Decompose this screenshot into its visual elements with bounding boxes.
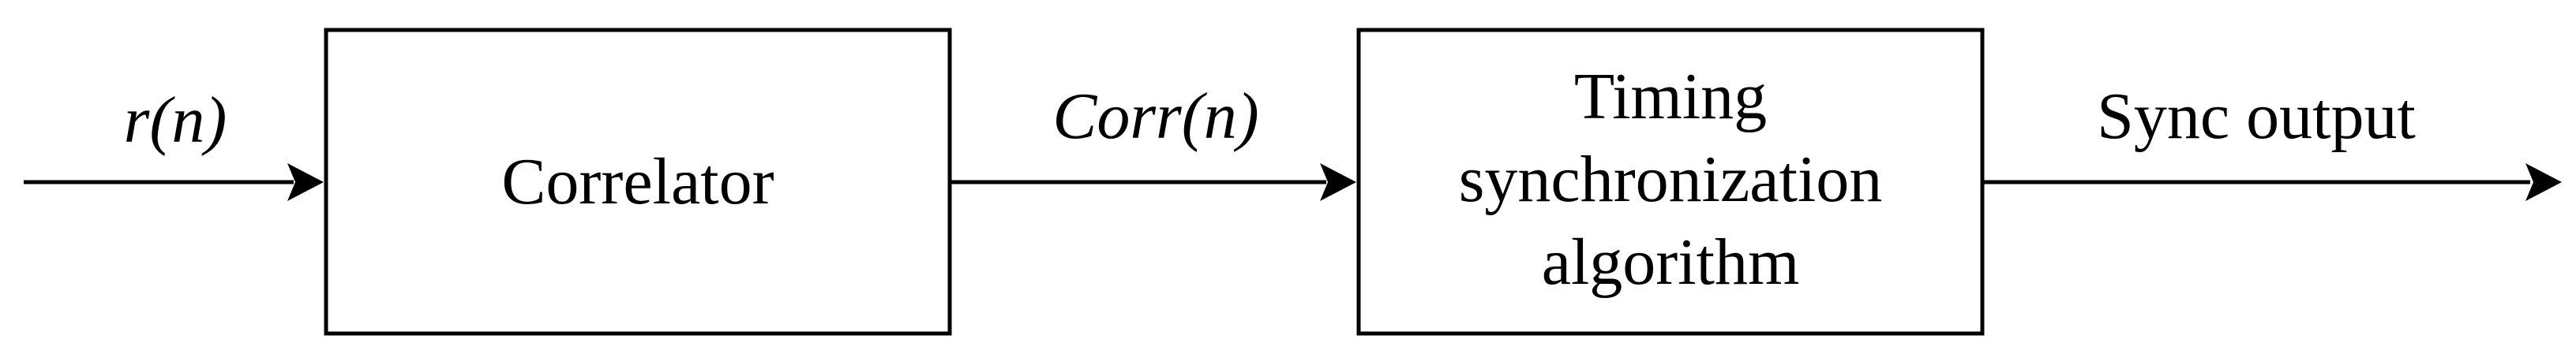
intermediate-arrowhead <box>1320 163 1356 201</box>
output-signal-label: Sync output <box>2097 80 2416 153</box>
timing-sync-label-line1: Timing <box>1574 60 1767 133</box>
correlator-block: Correlator <box>324 28 952 336</box>
input-arrowhead <box>287 163 324 201</box>
output-arrowhead <box>2525 163 2562 201</box>
output-arrow <box>1982 163 2562 201</box>
input-arrow <box>24 163 324 201</box>
input-signal-label: r(n) <box>124 84 227 157</box>
timing-sync-label-line3: algorithm <box>1542 225 1800 299</box>
intermediate-arrow <box>950 163 1356 201</box>
timing-sync-box <box>1356 28 1985 336</box>
intermediate-signal-label: Corr(n) <box>1052 80 1258 153</box>
correlator-label: Correlator <box>501 145 774 218</box>
correlator-box <box>324 28 952 336</box>
timing-sync-block: Timing synchronization algorithm <box>1356 28 1985 336</box>
timing-sync-label-line2: synchronization <box>1459 143 1883 216</box>
